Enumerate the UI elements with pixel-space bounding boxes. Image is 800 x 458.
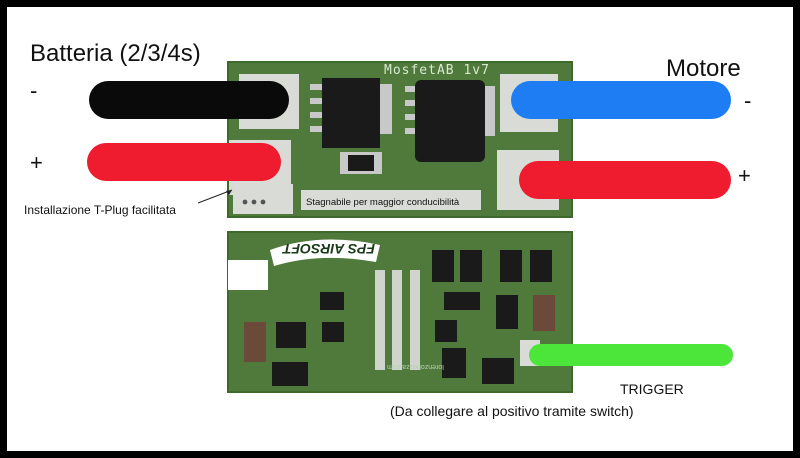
trace (410, 270, 420, 370)
tplug-pad (233, 184, 293, 214)
via-dot (242, 199, 248, 205)
resistor (244, 322, 266, 362)
battery-title: Batteria (2/3/4s) (30, 40, 201, 67)
capacitor (530, 250, 552, 282)
battery-minus-sign: - (30, 78, 38, 103)
motor-title: Motore (666, 55, 741, 82)
via-dot (260, 199, 266, 205)
mosfet-chip-large (415, 80, 485, 162)
capacitor (482, 358, 514, 384)
fps-airsoft-logo (270, 239, 380, 266)
solder-note: Stagnabile per maggior conducibilità (306, 197, 460, 208)
website-label: lorenzobozza.com (387, 363, 444, 370)
battery-plus-sign: + (30, 150, 43, 175)
capacitor (442, 348, 466, 378)
brand-label: FPS AIRSOFT (283, 241, 376, 257)
capacitor (435, 320, 457, 342)
transistor (444, 292, 480, 310)
capacitor (500, 250, 522, 282)
bottom-pcb (227, 231, 573, 393)
motor-minus-sign: - (744, 88, 752, 113)
tplug-arrow-head (226, 190, 232, 195)
trigger-note: (Da collegare al positivo tramite switch… (390, 403, 634, 419)
motor-plus-sign: + (738, 163, 751, 188)
capacitor (322, 322, 344, 342)
regulator-chip (276, 322, 306, 348)
capacitor (496, 295, 518, 329)
capacitor (460, 250, 482, 282)
tplug-note: Installazione T-Plug facilitata (24, 203, 176, 217)
trace (375, 270, 385, 370)
via-dot (251, 199, 257, 205)
trigger-label: TRIGGER (620, 381, 684, 397)
diode (272, 362, 308, 386)
board-name: MosfetAB 1v7 (384, 63, 490, 78)
solder-strip (301, 190, 481, 210)
trace (392, 270, 402, 370)
transistor (320, 292, 344, 310)
resistor (533, 295, 555, 331)
capacitor (432, 250, 454, 282)
mosfet-chip-soic (322, 78, 380, 148)
tplug-arrow-line (197, 189, 233, 204)
